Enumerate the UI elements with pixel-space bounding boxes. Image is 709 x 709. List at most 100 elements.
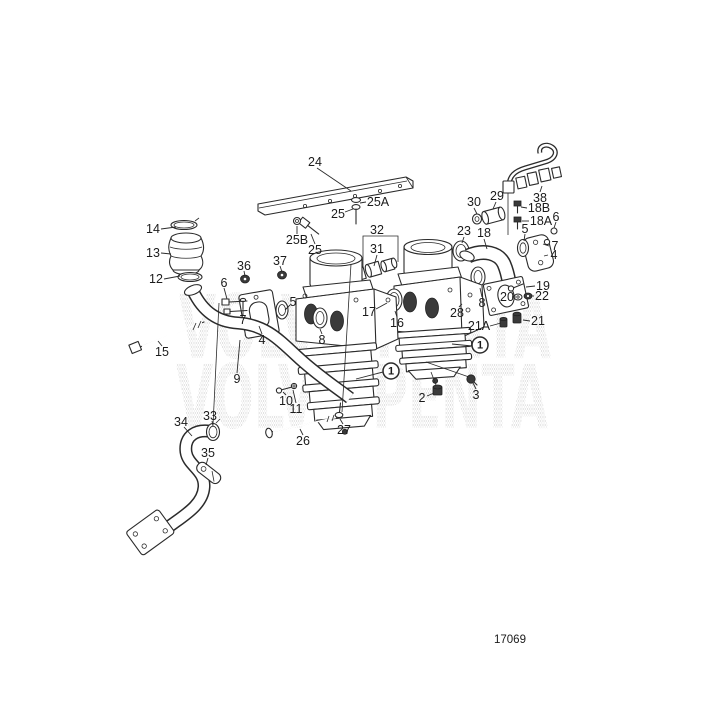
part-label-37: 37 [273, 254, 287, 268]
part-label-1: 1 [388, 365, 394, 377]
leader-screw-3 [425, 361, 470, 378]
part-label-26: 26 [296, 434, 310, 448]
part-label-15: 15 [155, 345, 169, 359]
part-washer-25B [292, 216, 302, 226]
part-bolt-15 [128, 320, 205, 355]
leader-clamp-33 [212, 302, 220, 426]
part-bolt-10 [275, 386, 293, 394]
part-label-11: 11 [290, 402, 303, 416]
leader-line [236, 339, 241, 374]
part-label-22: 22 [535, 289, 549, 303]
leader-line [310, 233, 316, 245]
part-screw-6-right [550, 227, 558, 235]
leader-line [523, 233, 526, 242]
part-label-24: 24 [308, 155, 322, 169]
leader-line [375, 302, 388, 310]
leader-line [344, 208, 354, 213]
part-nut-37 [277, 270, 287, 280]
leader-line [359, 201, 367, 204]
part-bolt-27 [334, 263, 352, 419]
leader-line [373, 254, 378, 267]
part-label-4: 4 [259, 333, 266, 347]
leader-line [183, 426, 193, 437]
part-label-38: 38 [533, 191, 547, 205]
part-label-16: 16 [390, 316, 404, 330]
part-label-17: 17 [362, 305, 376, 319]
part-label-27: 27 [337, 423, 351, 437]
leader-line [492, 201, 497, 210]
leader-line [157, 340, 163, 347]
part-stud-7-left [239, 297, 247, 310]
part-label-32: 32 [370, 223, 384, 237]
part-label-10: 10 [279, 394, 293, 408]
part-bolt-18A [513, 216, 522, 230]
leader-line [258, 325, 263, 335]
part-label-2: 2 [419, 391, 426, 405]
part-nut-36 [240, 274, 250, 284]
part-cylinder-29 [481, 206, 506, 225]
part-plug-21 [512, 311, 522, 324]
part-washer-11 [290, 382, 298, 390]
part-label-28: 28 [450, 306, 464, 320]
part-label-23: 23 [457, 224, 471, 238]
leader-line [160, 226, 177, 230]
part-label-18B: 18B [528, 201, 550, 215]
leader-line [472, 382, 477, 390]
leader-line [339, 418, 344, 425]
leader-line [163, 275, 181, 280]
leader-line [461, 236, 465, 244]
leader-line [279, 265, 283, 273]
part-gasket-8-left [312, 307, 328, 329]
leader-line [292, 389, 297, 404]
part-label-14: 14 [146, 222, 160, 236]
part-bellows-13 [168, 232, 205, 276]
part-label-25: 25 [308, 243, 322, 257]
leader-line [542, 243, 550, 247]
leader-line [243, 270, 246, 277]
part-manifold-right [392, 238, 485, 384]
part-gasket-5-right [516, 238, 530, 258]
part-label-25B: 25B [286, 233, 308, 247]
part-label-25A: 25A [367, 195, 390, 209]
part-screw-3 [466, 374, 478, 386]
part-bracket-35 [196, 461, 222, 485]
part-bolt-25-right [351, 204, 361, 225]
part-plug-21A [499, 316, 508, 328]
callout-circle [382, 362, 400, 380]
part-manifold-left [294, 249, 399, 435]
part-clamp-14 [170, 217, 200, 231]
leader-line [522, 319, 531, 322]
leader-line [316, 167, 352, 192]
leader-line [205, 457, 209, 466]
part-label-5: 5 [522, 222, 529, 236]
leader-line [451, 343, 473, 347]
part-label-5: 5 [290, 295, 297, 309]
leader-line [211, 420, 214, 427]
leader-line [299, 428, 304, 436]
part-label-34: 34 [174, 415, 188, 429]
part-label-36: 36 [237, 259, 251, 273]
part-label-8: 8 [479, 296, 486, 310]
part-label-21: 21 [531, 314, 545, 328]
leader-line [473, 207, 478, 215]
part-label-21A: 21A [468, 319, 491, 333]
callout-circle [471, 336, 489, 354]
part-label-9: 9 [234, 372, 241, 386]
leader-line [319, 328, 323, 335]
part-plug-2 [430, 371, 443, 396]
part-label-6: 6 [553, 210, 560, 224]
part-label-29: 29 [490, 189, 504, 203]
part-bolt-18B [513, 200, 522, 214]
leader-line [426, 392, 435, 397]
part-bolt-26 [265, 414, 339, 439]
leader-line [394, 310, 398, 318]
part-label-18: 18 [477, 226, 491, 240]
part-washer-25A [350, 197, 362, 203]
part-hose-9 [183, 284, 354, 404]
part-label-31: 31 [370, 242, 384, 256]
part-label-30: 30 [467, 195, 481, 209]
drawing-layer [126, 142, 563, 556]
part-screw-19 [507, 283, 524, 292]
